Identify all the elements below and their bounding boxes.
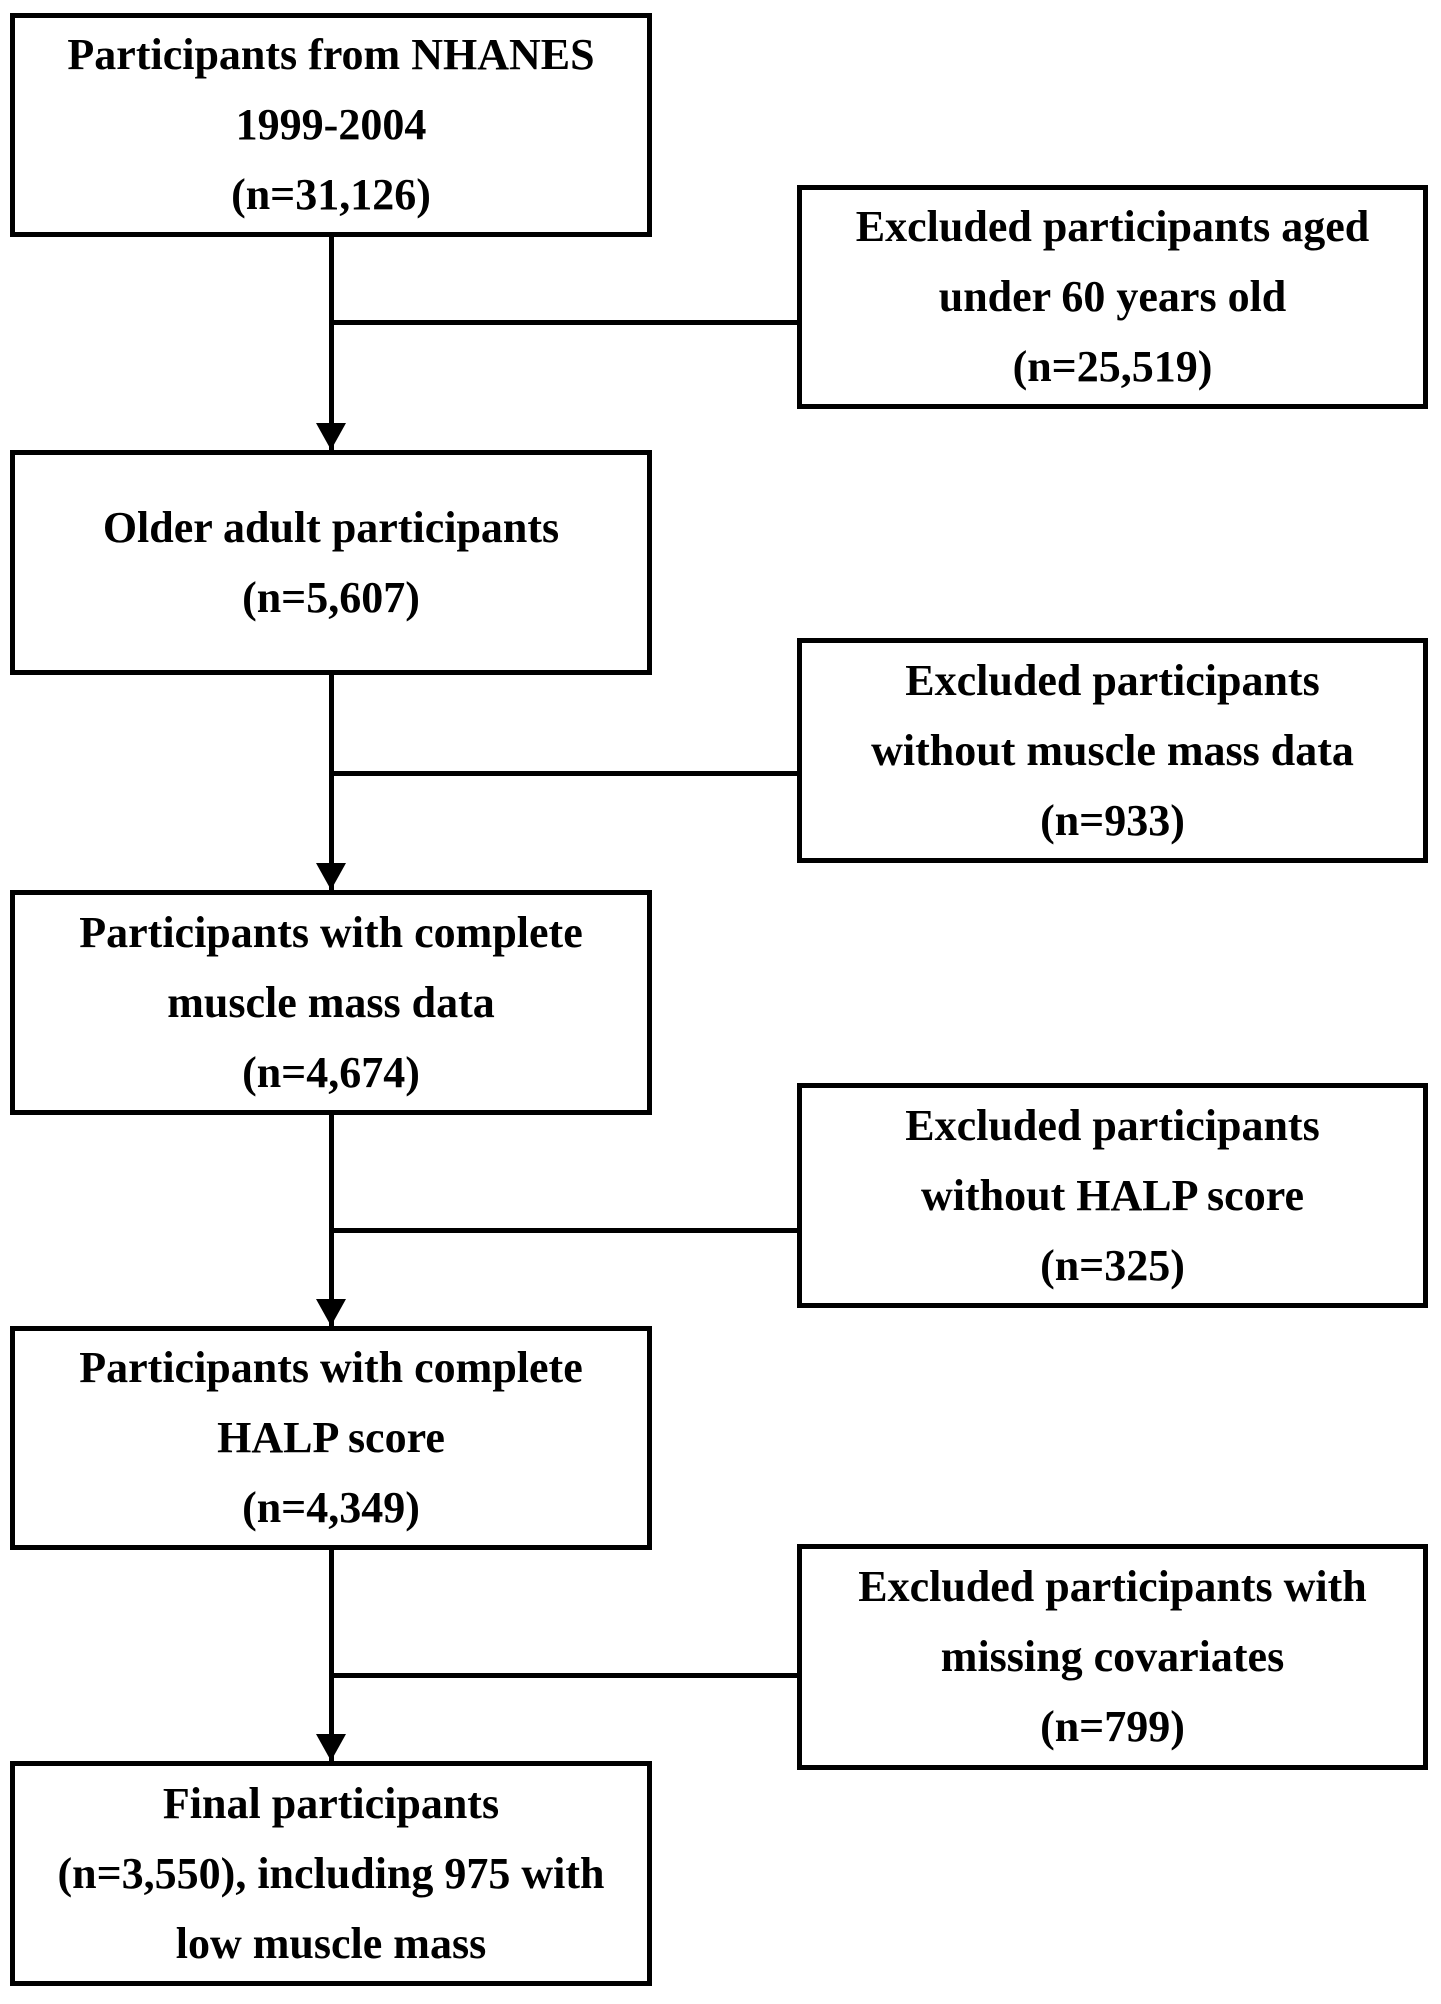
flow-box-text-line: without muscle mass data bbox=[871, 725, 1354, 775]
flow-box-excluded-no-muscle-data: Excluded participants without muscle mas… bbox=[797, 638, 1428, 863]
connector-line-branch-2 bbox=[331, 771, 797, 776]
flow-box-text-line: Older adult participants bbox=[102, 502, 560, 552]
flow-box-older-adults: Older adult participants (n=5,607) bbox=[10, 450, 652, 675]
flow-box-excluded-under-60: Excluded participants aged under 60 year… bbox=[797, 185, 1428, 409]
flow-box-text-line: (n=325) bbox=[1040, 1240, 1185, 1290]
flow-box-text-line: (n=4,349) bbox=[242, 1483, 420, 1532]
flow-box-text-line: (n=5,607) bbox=[242, 572, 420, 622]
flow-box-text-line: (n=3,550), including 975 with bbox=[57, 1848, 605, 1898]
flow-box-text-line: missing covariates bbox=[940, 1632, 1285, 1681]
arrow-down-icon bbox=[316, 863, 346, 890]
connector-line-branch-1 bbox=[331, 320, 797, 325]
flow-box-text-line: Excluded participants bbox=[905, 1100, 1320, 1150]
flow-box-complete-halp: Participants with complete HALP score (n… bbox=[10, 1326, 652, 1550]
connector-line-branch-4 bbox=[331, 1673, 797, 1678]
arrow-down-icon bbox=[316, 1299, 346, 1326]
flow-box-final-participants: Final participants (n=3,550), including … bbox=[10, 1761, 652, 1986]
flow-box-text-line: Excluded participants aged bbox=[855, 202, 1370, 251]
flow-box-text-line: without HALP score bbox=[921, 1170, 1304, 1220]
flow-box-text-line: under 60 years old bbox=[938, 272, 1287, 321]
arrow-down-icon bbox=[316, 1734, 346, 1761]
flow-box-text-line: Excluded participants with bbox=[858, 1562, 1367, 1611]
flow-box-excluded-no-halp: Excluded participants without HALP score… bbox=[797, 1083, 1428, 1308]
connector-line-vertical-2 bbox=[329, 675, 334, 890]
flow-box-nhanes-source: Participants from NHANES 1999-2004 (n=31… bbox=[10, 13, 652, 237]
flow-box-text-line: 1999-2004 bbox=[235, 100, 427, 149]
connector-line-vertical-1 bbox=[329, 237, 334, 450]
flow-box-text-line: Excluded participants bbox=[905, 655, 1320, 705]
flow-box-text-line: Participants with complete bbox=[79, 1343, 583, 1392]
flow-box-text-line: HALP score bbox=[217, 1413, 445, 1462]
flow-box-text-line: Participants with complete bbox=[79, 907, 583, 957]
flow-box-complete-muscle-mass: Participants with complete muscle mass d… bbox=[10, 890, 652, 1115]
flow-box-text-line: muscle mass data bbox=[167, 977, 495, 1027]
connector-line-vertical-3 bbox=[329, 1115, 334, 1326]
connector-line-vertical-4 bbox=[329, 1550, 334, 1761]
flow-box-text-line: low muscle mass bbox=[175, 1918, 487, 1968]
flow-box-text-line: Final participants bbox=[162, 1778, 500, 1828]
flow-box-text-line: (n=799) bbox=[1040, 1702, 1185, 1751]
flow-box-text-line: (n=25,519) bbox=[1012, 342, 1213, 391]
arrow-down-icon bbox=[316, 423, 346, 450]
connector-line-branch-3 bbox=[331, 1228, 797, 1233]
flow-box-text-line: (n=4,674) bbox=[242, 1047, 420, 1097]
flow-box-excluded-missing-covariates: Excluded participants with missing covar… bbox=[797, 1544, 1428, 1770]
flow-box-text-line: Participants from NHANES bbox=[67, 30, 595, 79]
flow-box-text-line: (n=933) bbox=[1040, 795, 1185, 845]
flow-box-text-line: (n=31,126) bbox=[231, 170, 431, 219]
